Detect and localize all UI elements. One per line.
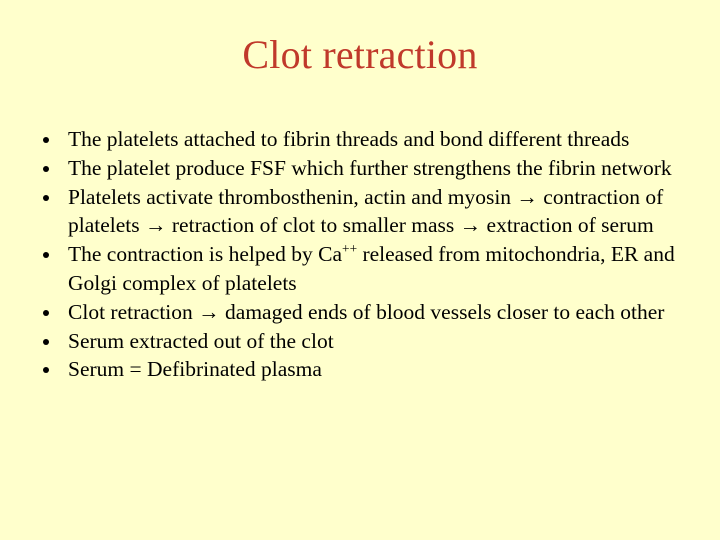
bullet-list: The platelets attached to fibrin threads… (34, 125, 690, 384)
list-item: Serum extracted out of the clot (34, 327, 690, 356)
list-item-text: The platelets attached to fibrin threads… (68, 127, 630, 151)
list-item: Serum = Defibrinated plasma (34, 355, 690, 384)
list-item-text-prefix: The contraction is helped by Ca (68, 242, 343, 267)
list-item: Platelets activate thrombosthenin, actin… (34, 183, 690, 241)
list-item: Clot retraction → damaged ends of blood … (34, 298, 690, 327)
list-item: The platelet produce FSF which further s… (34, 154, 690, 183)
list-item-text: Platelets activate thrombosthenin, actin… (68, 184, 664, 238)
page-title: Clot retraction (242, 32, 478, 77)
charge-superscript: ++ (342, 241, 358, 257)
list-item-text: Serum = Defibrinated plasma (68, 357, 322, 382)
list-item-text: Clot retraction → damaged ends of blood … (68, 299, 665, 324)
list-item-text-suffix: released from mitochondria, ER and Golgi… (68, 242, 675, 295)
list-item-text: Serum extracted out of the clot (68, 328, 334, 353)
list-item-text: The contraction is helped by Ca++ releas… (68, 240, 690, 298)
list-item: The platelets attached to fibrin threads… (34, 125, 690, 154)
list-item-text: The platelet produce FSF which further s… (68, 155, 672, 180)
list-item: The contraction is helped by Ca++ releas… (34, 240, 690, 298)
